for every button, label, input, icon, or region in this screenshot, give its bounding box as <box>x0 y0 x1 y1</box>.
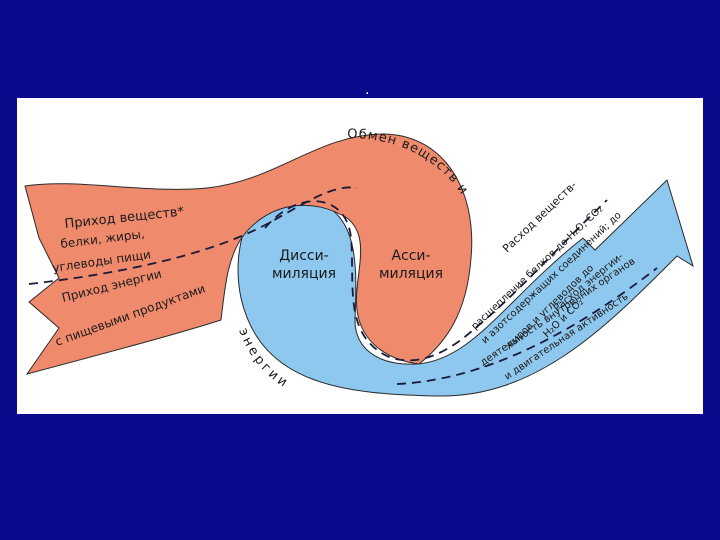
diagram-panel: Дисси- миляция Асси- миляция Приход веще… <box>17 98 703 414</box>
dashed-line-energy <box>396 267 658 385</box>
dissimilation-label-1: Дисси- <box>279 248 329 264</box>
orange-band <box>24 133 473 375</box>
stray-dot: . <box>365 82 370 98</box>
dashed-line-substances <box>28 186 358 285</box>
assimilation-label-2: миляция <box>379 266 443 282</box>
dissimilation-label-2: миляция <box>272 266 336 282</box>
metabolism-diagram: Дисси- миляция Асси- миляция Приход веще… <box>24 127 694 397</box>
assimilation-label-1: Асси- <box>391 248 430 264</box>
dashed-line-boundary <box>264 199 608 362</box>
blue-band <box>237 179 694 397</box>
